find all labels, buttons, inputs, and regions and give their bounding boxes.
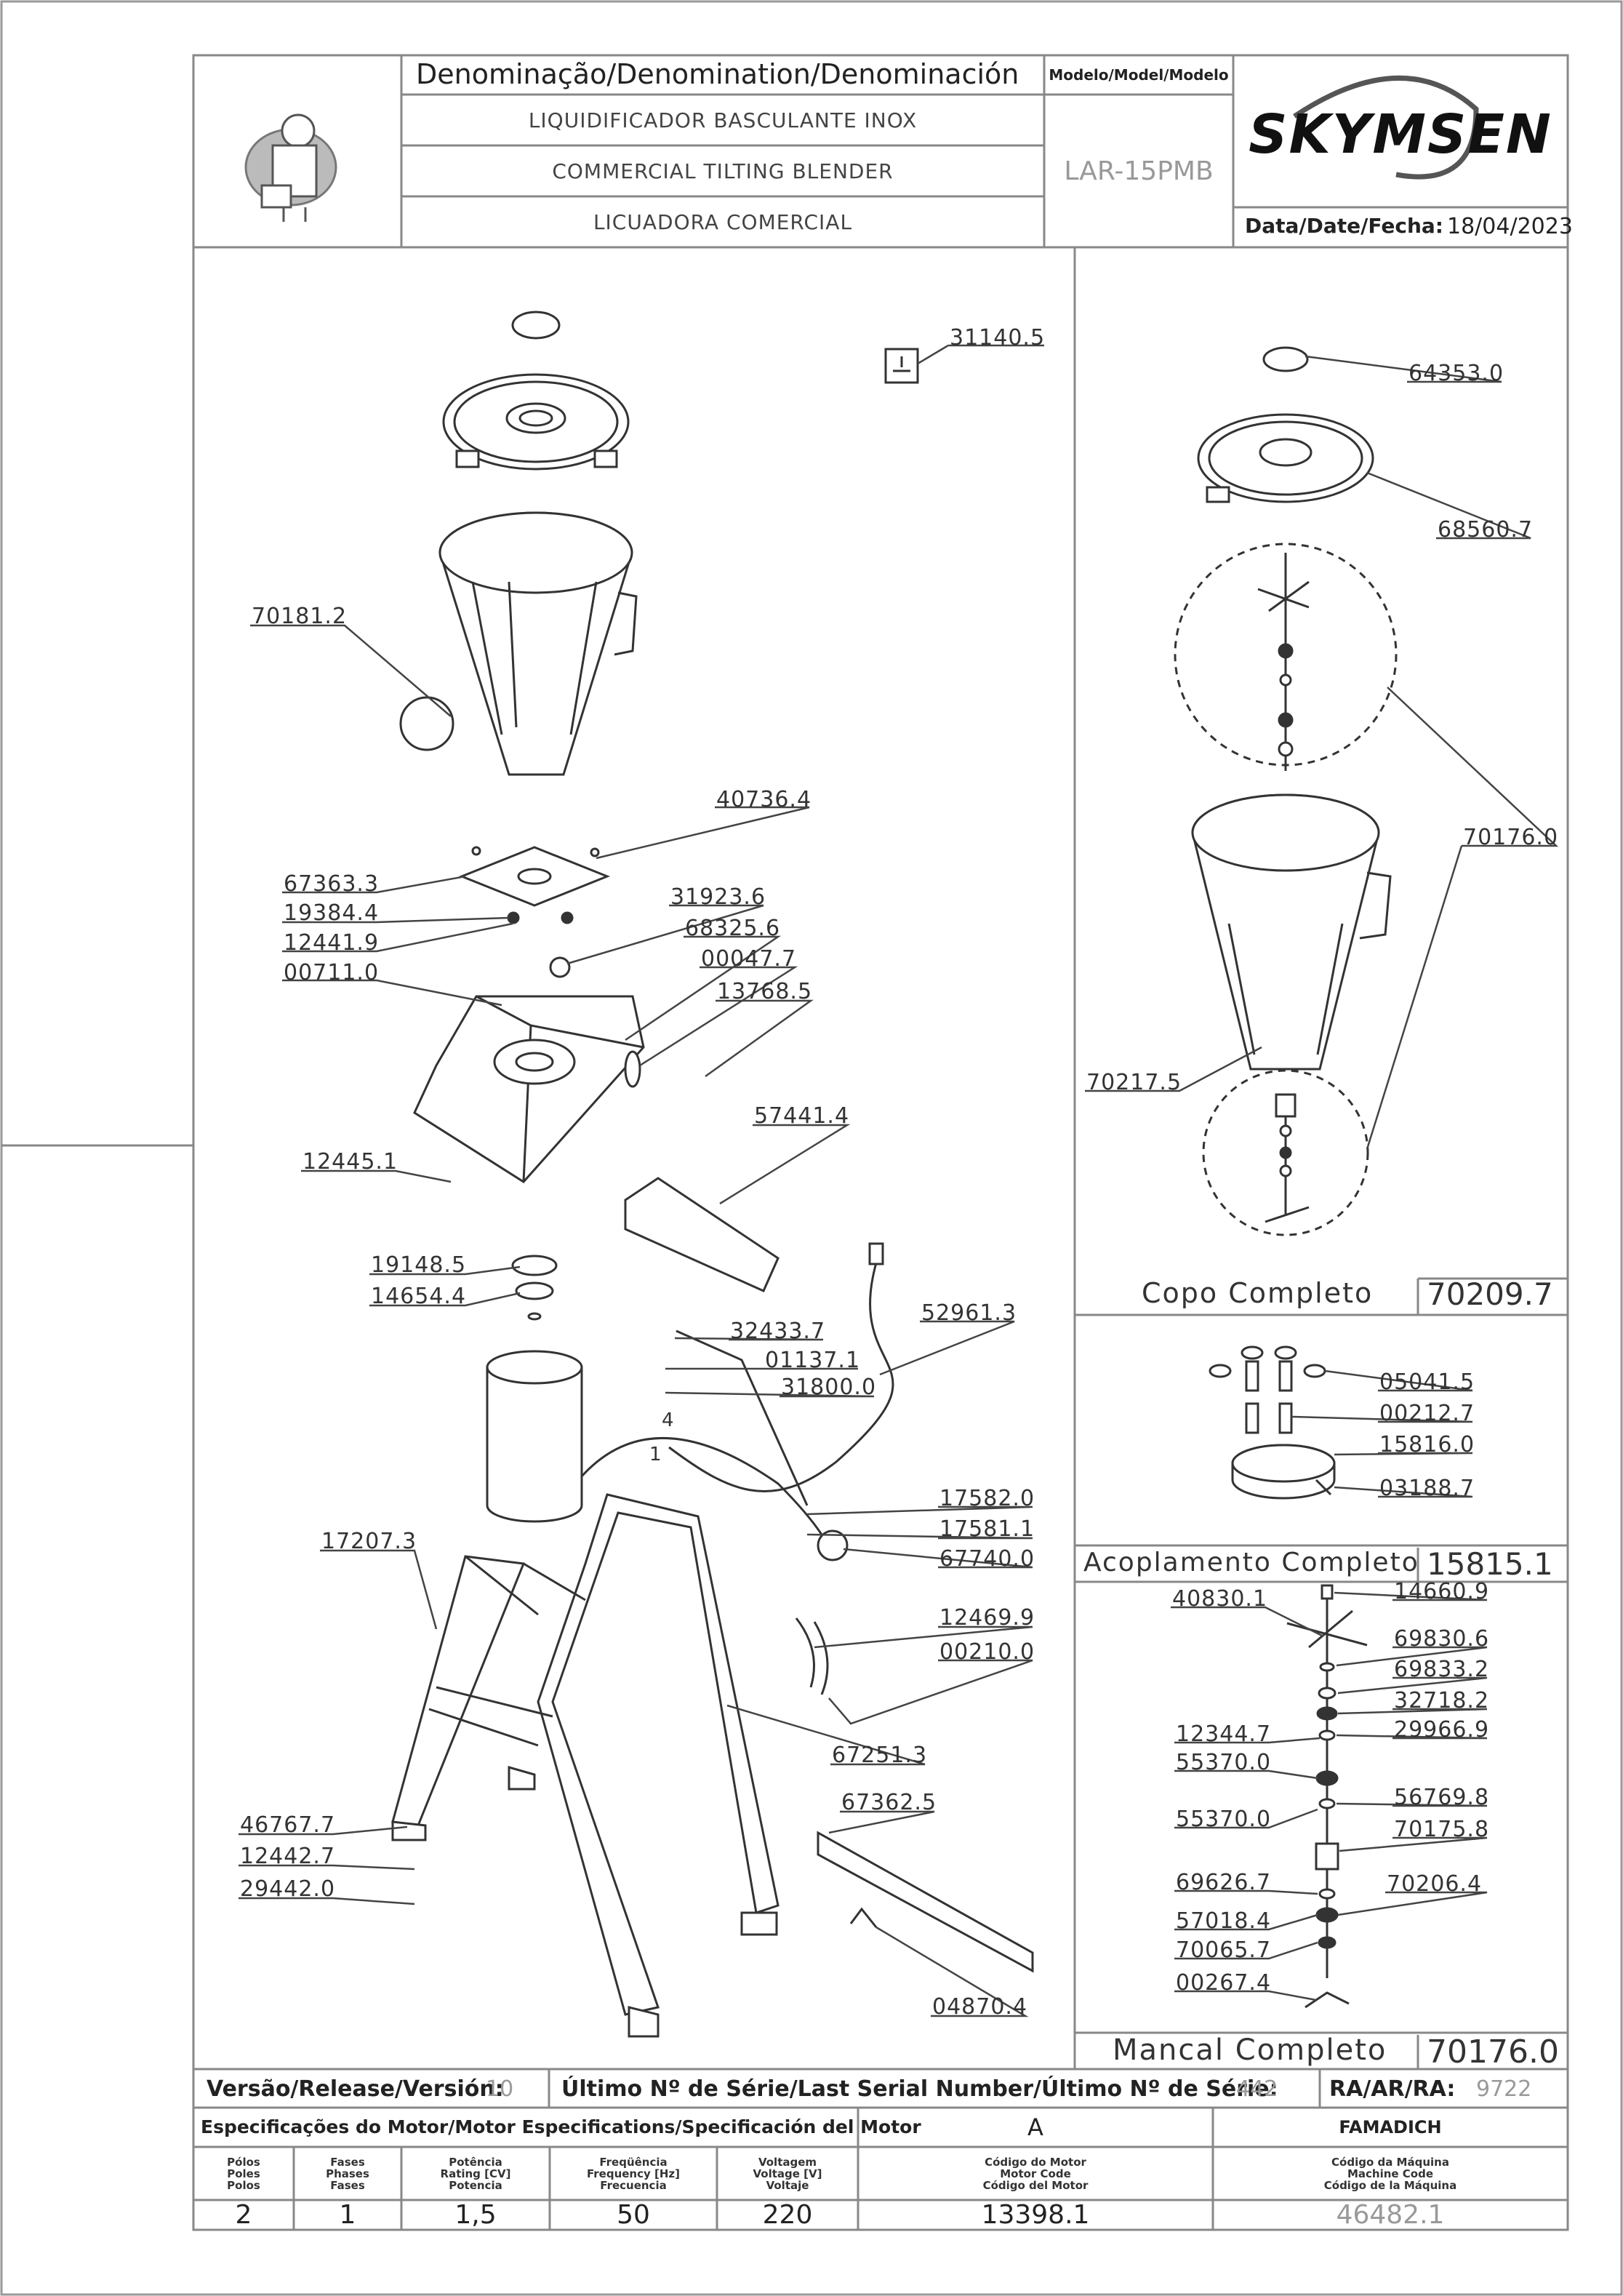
model-title: Modelo/Model/Modelo	[1049, 66, 1229, 84]
part-label: 19148.5	[371, 1252, 467, 1278]
part-label: 69833.2	[1394, 1657, 1490, 1682]
name-en: COMMERCIAL TILTING BLENDER	[552, 159, 894, 183]
part-label: 15816.0	[1379, 1432, 1475, 1457]
part-label: 70181.2	[252, 604, 348, 629]
serial-label: Último Nº de Série/Last Serial Number/Úl…	[561, 2076, 1278, 2102]
brand-logo: SKYMSEN	[1249, 103, 1552, 166]
part-label: 14660.9	[1394, 1579, 1490, 1604]
name-es: LICUADORA COMERCIAL	[593, 209, 853, 234]
name-pt: LIQUIDIFICADOR BASCULANTE INOX	[528, 108, 918, 132]
acoplamento-label: Acoplamento Completo	[1083, 1548, 1419, 1577]
part-label: 31140.5	[950, 325, 1046, 351]
part-label: 70206.4	[1387, 1871, 1483, 1897]
part-label: 67362.5	[841, 1790, 937, 1815]
wire-number: 4	[662, 1409, 675, 1431]
part-label: 40736.4	[716, 787, 812, 812]
part-label: 31800.0	[781, 1375, 877, 1400]
copo-code: 70209.7	[1427, 1276, 1553, 1312]
part-label: 14654.4	[371, 1284, 467, 1309]
part-label: 00711.0	[284, 960, 380, 985]
part-label: 64353.0	[1408, 361, 1504, 386]
part-label: 12442.7	[240, 1844, 336, 1869]
value-voltage: 220	[762, 2200, 813, 2230]
part-label: 17207.3	[321, 1529, 417, 1554]
part-label: 12445.1	[302, 1149, 398, 1175]
part-label: 03188.7	[1379, 1476, 1475, 1501]
part-label: 12469.9	[939, 1605, 1035, 1631]
part-label: 00047.7	[701, 946, 797, 972]
mancal-code: 70176.0	[1427, 2033, 1559, 2071]
part-label: 70176.0	[1463, 825, 1559, 850]
ra-label: RA/AR/RA:	[1329, 2076, 1456, 2102]
part-label: 67363.3	[284, 871, 380, 897]
mancal-label: Mancal Completo	[1113, 2033, 1387, 2067]
part-label: 67251.3	[832, 1743, 928, 1768]
denomination-title: Denominação/Denomination/Denominación	[416, 58, 1019, 90]
date-value: 18/04/2023	[1447, 214, 1573, 239]
part-label: 19384.4	[284, 900, 380, 926]
part-label: 57018.4	[1176, 1908, 1272, 1934]
header-badge	[204, 70, 393, 237]
motor-maker: FAMADICH	[1339, 2117, 1442, 2137]
skymsen-logo-icon	[1293, 76, 1479, 180]
date-label: Data/Date/Fecha:	[1245, 214, 1443, 238]
part-label: 68560.7	[1438, 517, 1534, 543]
value-machine-code: 46482.1	[1336, 2200, 1445, 2230]
part-label: 31923.6	[670, 884, 766, 910]
model-value: LAR-15PMB	[1064, 156, 1214, 186]
part-label: 17581.1	[939, 1516, 1035, 1542]
part-label: 67740.0	[939, 1546, 1035, 1572]
part-label: 56769.8	[1394, 1785, 1490, 1810]
part-label: 00267.4	[1176, 1970, 1272, 1996]
assistencia-badge-icon	[244, 113, 337, 222]
part-label: 04870.4	[932, 1994, 1028, 2020]
part-label: 69626.7	[1176, 1870, 1272, 1895]
part-label: 68325.6	[685, 916, 781, 941]
version-value: 10	[486, 2076, 514, 2102]
part-label: 29442.0	[240, 1876, 336, 1902]
part-label: 55370.0	[1176, 1807, 1272, 1832]
value-rating: 1,5	[454, 2200, 497, 2230]
part-label: 70175.8	[1394, 1817, 1490, 1842]
part-label: 52961.3	[921, 1300, 1017, 1326]
serial-value: 442	[1236, 2076, 1278, 2102]
part-label: 29966.9	[1394, 1717, 1490, 1743]
part-label: 55370.0	[1176, 1750, 1272, 1775]
part-label: 12344.7	[1176, 1721, 1272, 1747]
ra-value: 9722	[1476, 2076, 1532, 2102]
motor-spec-label: Especificações do Motor/Motor Especifica…	[201, 2116, 921, 2137]
part-label: 32433.7	[730, 1319, 826, 1344]
part-label: 70217.5	[1086, 1070, 1182, 1095]
part-label: 70065.7	[1176, 1937, 1272, 1963]
part-label: 05041.5	[1379, 1369, 1475, 1395]
value-motor-code: 13398.1	[981, 2200, 1090, 2230]
part-label: 40830.1	[1172, 1586, 1268, 1612]
part-label: 00210.0	[939, 1639, 1035, 1665]
part-label: 12441.9	[284, 930, 380, 956]
part-label: 01137.1	[765, 1348, 861, 1373]
value-phases: 1	[339, 2200, 356, 2230]
acoplamento-code: 15815.1	[1427, 1546, 1553, 1582]
part-label: 46767.7	[240, 1812, 336, 1838]
version-label: Versão/Release/Versión:	[207, 2076, 504, 2102]
part-label: 32718.2	[1394, 1688, 1490, 1713]
copo-label: Copo Completo	[1142, 1277, 1374, 1309]
part-label: 13768.5	[717, 979, 813, 1004]
part-label: 69830.6	[1394, 1626, 1490, 1652]
part-label: 00212.7	[1379, 1401, 1475, 1426]
motor-letter: A	[1027, 2113, 1043, 2141]
value-frequency: 50	[617, 2200, 650, 2230]
wire-number: 1	[649, 1444, 662, 1465]
part-label: 17582.0	[939, 1486, 1035, 1511]
part-label: 57441.4	[754, 1103, 850, 1129]
value-poles: 2	[235, 2200, 252, 2230]
